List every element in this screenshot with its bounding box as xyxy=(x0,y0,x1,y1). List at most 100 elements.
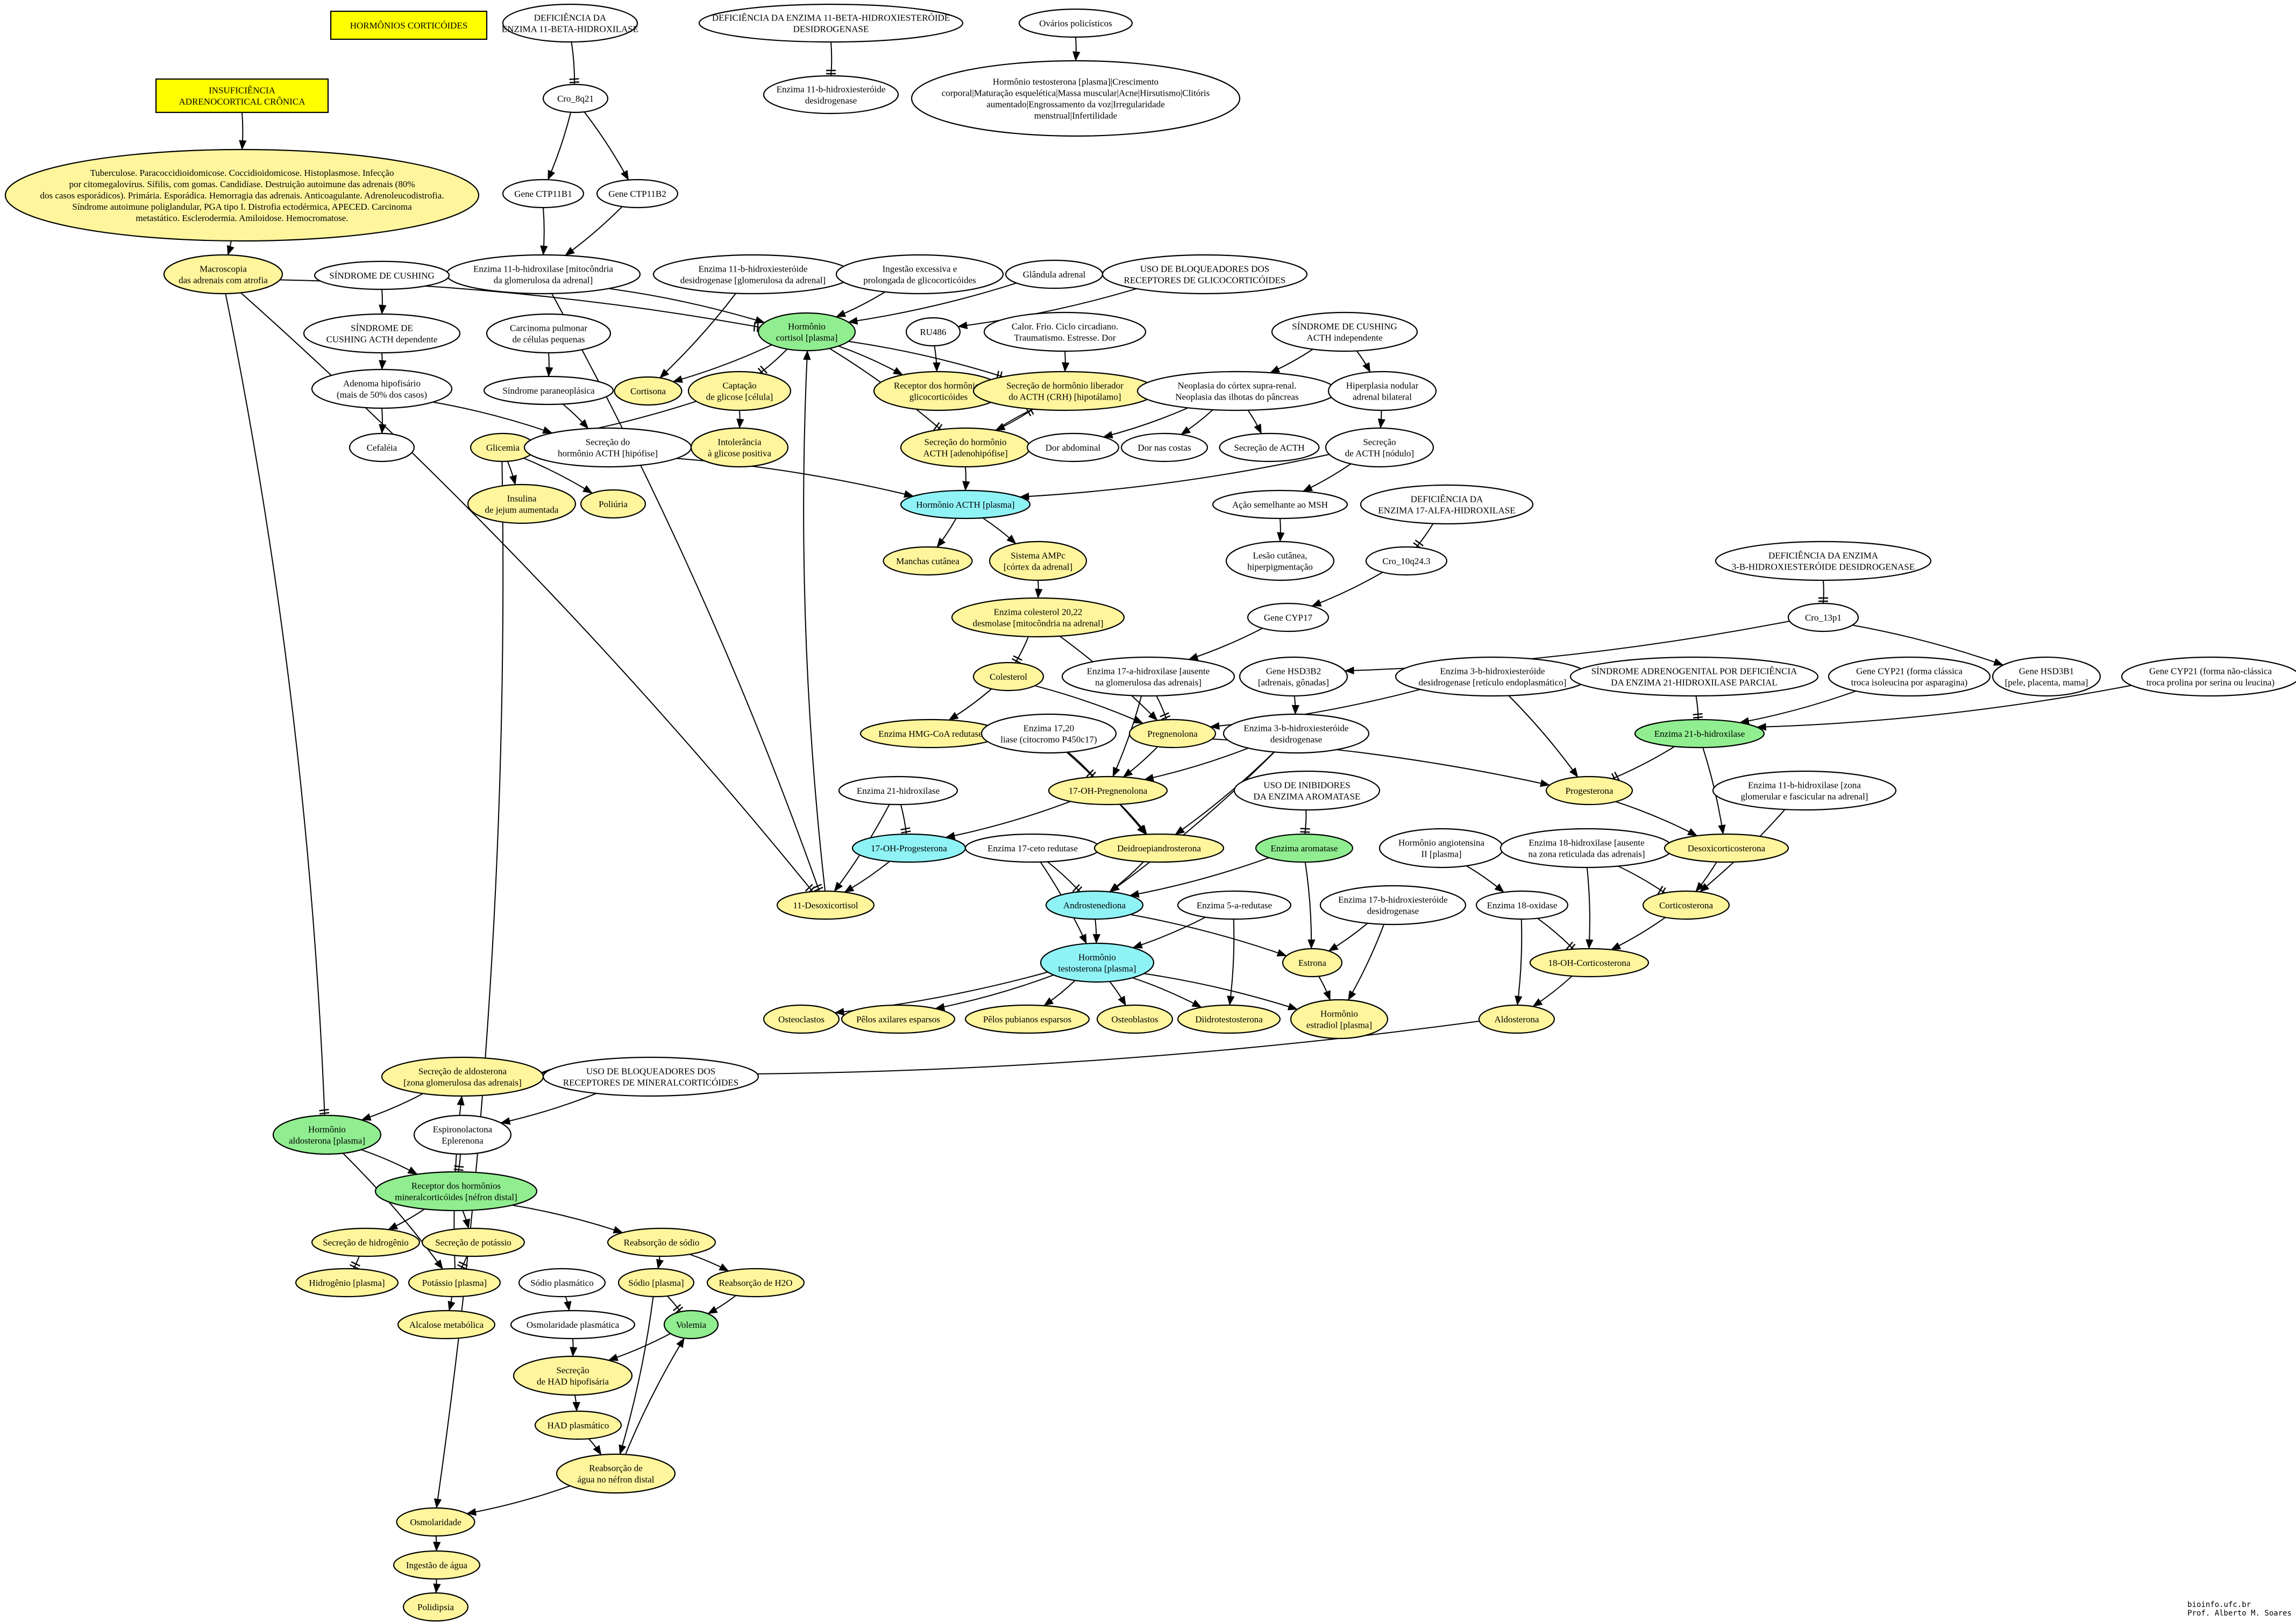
node-enz11bhsd_glom-label: Enzima 11-b-hidroxiesteróide xyxy=(699,264,808,274)
node-sodioplasm-shape xyxy=(518,1268,606,1298)
node-enz3b-label: desidrogenase xyxy=(1270,735,1322,745)
node-dht: Diidrotestosterona xyxy=(1177,1004,1281,1034)
node-sodioplasm: Sódio plasmático xyxy=(518,1268,606,1298)
node-paraneo-shape xyxy=(483,375,614,406)
node-ampc-label: [córtex da adrenal] xyxy=(1004,562,1072,572)
node-enz21: Enzima 21-hidroxilase xyxy=(838,776,958,806)
edge-secaldo-to-aldoplasma xyxy=(361,1093,424,1121)
node-paraneo-label: Síndrome paraneoplásica xyxy=(502,386,595,396)
node-cyp21nc-shape xyxy=(2121,656,2296,697)
node-cefaleia-shape xyxy=(349,432,415,463)
node-cushacth-shape xyxy=(303,313,461,354)
node-estrona-shape xyxy=(1282,948,1343,978)
node-testoplasma_sx-label: menstrual|Infertilidade xyxy=(1034,111,1117,121)
node-cyp17-shape xyxy=(1247,602,1330,632)
edge-ctp11b1-to-enz11bmit xyxy=(540,207,548,255)
edge-enz3b-to-androst xyxy=(1110,751,1275,893)
node-testoplasma_sx-label: Hormônio testosterona [plasma]|Crescimen… xyxy=(993,77,1158,87)
node-cyp17-label: Gene CYP17 xyxy=(1264,613,1313,623)
node-def3b: DEFICIÊNCIA DA ENZIMA3-B-HIDROXIESTERÓID… xyxy=(1715,540,1932,581)
node-enz18ox-label: Enzima 18-oxidase xyxy=(1487,900,1558,910)
node-enz3b-label: Enzima 3-b-hidroxiesteróide xyxy=(1244,723,1349,734)
node-sodioplasma: Sódio [plasma] xyxy=(617,1268,695,1298)
node-enz11bhsd_top-label: Enzima 11-b-hidroxiesteróide xyxy=(777,84,886,95)
node-bloqmin-shape xyxy=(542,1056,759,1097)
edge-secacthadeno-to-acthplasma xyxy=(962,466,970,491)
node-cro10q-label: Cro_10q24.3 xyxy=(1382,556,1430,566)
node-aldosterona-shape xyxy=(1478,1004,1555,1034)
node-osmolaridade-shape xyxy=(396,1507,475,1537)
node-lesao-label: Lesão cutânea, xyxy=(1253,551,1307,561)
edge-cro8q21-to-ctp11b2 xyxy=(584,111,629,181)
node-aromatase-shape xyxy=(1255,833,1354,863)
edge-desmolase-to-colesterol xyxy=(1014,636,1029,664)
node-osteoclastos-label: Osteoclastos xyxy=(778,1014,824,1025)
node-reabagua-label: água no néfron distal xyxy=(577,1475,654,1485)
node-ingagua: Ingestão de água xyxy=(393,1550,481,1580)
node-ampc-label: Sistema AMPc xyxy=(1011,551,1065,561)
node-dorabd-label: Dor abdominal xyxy=(1046,443,1101,453)
edge-crh-to-secacthadeno xyxy=(995,408,1034,431)
node-androst: Androstenediona xyxy=(1045,890,1144,920)
node-potplasma: Potássio [plasma] xyxy=(408,1268,501,1298)
node-aldoplasma-label: Hormônio xyxy=(308,1125,346,1135)
edge-progesterona-to-desoxicort xyxy=(1615,801,1698,836)
node-secacthnod-label: de ACTH [nódulo] xyxy=(1345,449,1414,459)
node-enz11bzona-shape xyxy=(1712,770,1897,811)
node-tuberc-shape xyxy=(4,148,480,242)
node-adenoma-shape xyxy=(311,368,453,409)
node-crh-label: do ACTH (CRH) [hipotálamo] xyxy=(1008,392,1121,402)
node-reabagua-shape xyxy=(556,1453,676,1494)
node-hsd3b1-shape xyxy=(1992,656,2101,697)
node-enz3bret-label: Enzima 3-b-hidroxiesteróide xyxy=(1440,666,1545,677)
edge-enz17a-to-ohpreg xyxy=(1112,695,1142,777)
node-cortisona-label: Cortisona xyxy=(630,386,666,396)
node-ampc: Sistema AMPc[córtex da adrenal] xyxy=(989,540,1087,581)
node-enz3bret: Enzima 3-b-hidroxiesteróidedesidrogenase… xyxy=(1395,656,1590,697)
node-cortisona: Cortisona xyxy=(614,376,683,406)
edge-colesterol-to-hmgcoa xyxy=(948,688,992,721)
node-colesterol-shape xyxy=(972,661,1044,692)
node-ingestao-shape xyxy=(835,254,1004,295)
node-enz18ox-shape xyxy=(1475,890,1569,920)
node-def17a-label: DEFICIÊNCIA DA xyxy=(1411,494,1483,504)
edge-recmin-to-sechid xyxy=(387,1208,425,1230)
edge-ingagua-to-polidipsia xyxy=(433,1578,441,1593)
node-tuberc: Tuberculose. Paracoccidioidomicose. Cocc… xyxy=(4,148,480,242)
node-hsd3b1-label: Gene HSD3B1 xyxy=(2019,666,2074,677)
node-osteoblastos-shape xyxy=(1096,1004,1174,1034)
edge-testoplasma-to-estradiol xyxy=(1143,973,1298,1011)
node-crh-label: Secreção de hormônio liberador xyxy=(1006,381,1124,391)
node-hadplasm-label: HAD plasmático xyxy=(548,1420,609,1431)
node-captacao-label: de glicose [célula] xyxy=(706,392,773,402)
node-secacth-label: Secreção de ACTH xyxy=(1234,443,1304,453)
node-sindadr: SÍNDROME ADRENOGENITAL POR DEFICIÊNCIADA… xyxy=(1569,656,1819,697)
node-ctp11b2-label: Gene CTP11B2 xyxy=(608,189,666,199)
node-enz18h-label: Enzima 18-hidroxilase [ausente xyxy=(1529,838,1644,848)
node-ingagua-shape xyxy=(393,1550,481,1580)
edge-ohcortico-to-aldosterona xyxy=(1532,976,1573,1007)
node-def11b-shape xyxy=(502,3,638,43)
node-sodioplasma-label: Sódio [plasma] xyxy=(628,1278,684,1288)
node-estradiol-label: Hormônio xyxy=(1320,1009,1358,1019)
node-desmolase-shape xyxy=(951,597,1125,638)
node-enz18h-label: na zona reticulada das adrenais] xyxy=(1528,849,1645,859)
node-sechid: Secreção de hidrogênio xyxy=(311,1227,421,1257)
node-hsd3b2-label: [adrenais, gônadas] xyxy=(1258,678,1329,688)
edge-osmolaridade-to-ingagua xyxy=(433,1535,441,1552)
edge-bloqgli-to-ru486 xyxy=(957,288,1137,330)
node-osteoclastos-shape xyxy=(763,1004,840,1034)
node-neoplasia-label: Neoplasia do córtex supra-renal. xyxy=(1178,381,1297,391)
edge-recmin-to-reabsodio xyxy=(511,1204,623,1234)
node-secaldo-label: [zona glomerulosa das adrenais] xyxy=(403,1078,522,1088)
node-recgli-label: glicocorticóides xyxy=(909,392,968,402)
node-volemia-shape xyxy=(663,1310,719,1340)
node-insulina-label: Insulina xyxy=(507,494,537,504)
node-osteoblastos-label: Osteoblastos xyxy=(1112,1014,1158,1025)
